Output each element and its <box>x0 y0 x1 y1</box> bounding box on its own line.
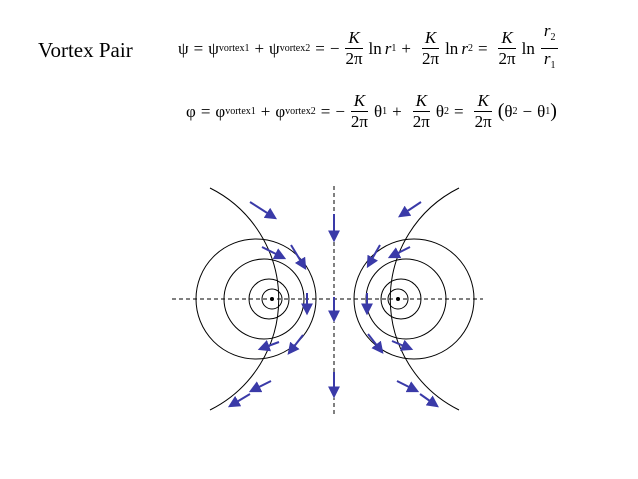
flow-arrow <box>287 334 304 355</box>
flow-arrow <box>248 380 272 393</box>
velocity-arrows <box>227 201 439 408</box>
flow-arrow <box>366 244 381 269</box>
flow-arrow <box>396 380 420 393</box>
flow-arrow <box>257 340 280 352</box>
flow-arrow <box>419 393 439 408</box>
right-streamline-5 <box>389 187 460 411</box>
right-streamline-2 <box>380 278 422 320</box>
right-vortex-center <box>396 297 400 301</box>
right-streamline-1 <box>387 288 409 310</box>
left-streamline-1 <box>261 288 283 310</box>
slide-title: Vortex Pair <box>38 38 133 62</box>
right-vortex-streamlines <box>353 187 475 411</box>
flow-arrow <box>290 244 307 271</box>
left-streamline-3 <box>223 258 305 340</box>
left-vortex-center <box>270 297 274 301</box>
left-streamline-2 <box>248 278 290 320</box>
flow-arrow <box>391 339 414 351</box>
psi-symbol: ψ <box>178 38 189 58</box>
flow-arrow <box>227 393 251 408</box>
left-streamline-4 <box>195 238 317 360</box>
right-streamline-4 <box>353 238 475 360</box>
phi-symbol: φ <box>186 101 196 121</box>
flow-arrow <box>367 333 384 354</box>
fraction-r2-over-r1: r2 r1 <box>540 22 559 75</box>
left-streamline-5 <box>209 187 280 411</box>
flow-arrow <box>249 201 278 220</box>
flow-arrow <box>387 246 411 259</box>
left-vortex-streamlines <box>195 187 317 411</box>
flow-arrow <box>398 201 422 218</box>
flow-arrow <box>261 246 287 260</box>
